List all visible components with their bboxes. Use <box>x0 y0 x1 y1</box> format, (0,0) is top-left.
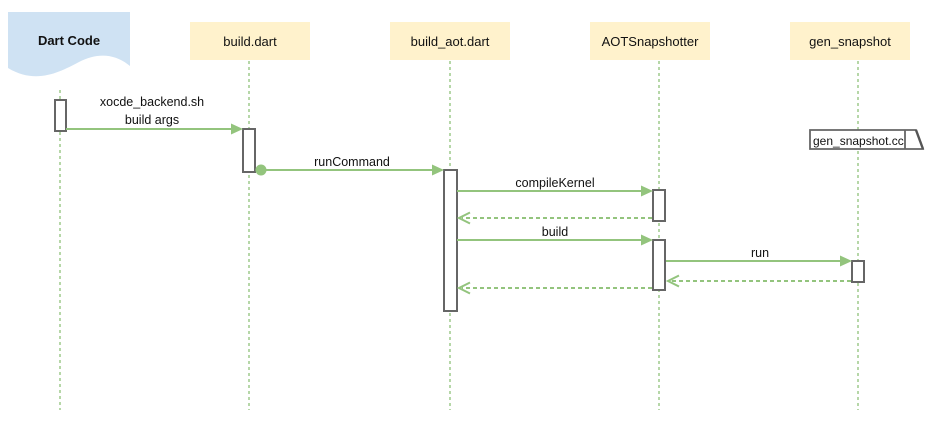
message-run-label: run <box>751 246 769 260</box>
participant-gen-snapshot-label: gen_snapshot <box>809 34 891 49</box>
participant-box <box>590 22 710 60</box>
activation-gen-snapshot <box>851 260 865 283</box>
note-fold-edge <box>914 129 925 150</box>
participant-gen-snapshot: gen_snapshot <box>790 22 910 60</box>
origin-dot <box>255 164 267 176</box>
message-compilekernel-label: compileKernel <box>515 176 594 190</box>
message-compilekernel: compileKernel <box>457 176 653 197</box>
participant-build-aot-dart: build_aot.dart <box>390 22 510 60</box>
arrowhead <box>432 164 444 176</box>
arrowhead <box>840 255 852 267</box>
message-build-args-label-1: xocde_backend.sh <box>100 95 204 109</box>
message-build-args-label-2: build args <box>125 113 179 127</box>
return-compilekernel <box>456 211 652 225</box>
note-label: gen_snapshot.cc <box>813 134 904 148</box>
participant-dart-code: Dart Code <box>8 12 130 77</box>
message-runcommand: runCommand <box>255 155 444 176</box>
open-arrowhead <box>456 281 471 295</box>
message-runcommand-label: runCommand <box>314 155 390 169</box>
participant-build-dart: build.dart <box>190 22 310 60</box>
participant-build-dart-label: build.dart <box>223 34 277 49</box>
activation-aot-snapshotter-2 <box>652 239 666 291</box>
message-build-args: xocde_backend.sh build args <box>66 95 243 135</box>
note-gen-snapshot-cc: gen_snapshot.cc <box>809 129 925 150</box>
participant-aot-snapshotter: AOTSnapshotter <box>590 22 710 60</box>
participant-box <box>390 22 510 60</box>
return-run <box>665 274 851 288</box>
participant-dart-code-label: Dart Code <box>38 33 100 48</box>
participant-box <box>190 22 310 60</box>
message-run: run <box>666 246 852 267</box>
message-build-label: build <box>542 225 568 239</box>
arrowhead <box>231 123 243 135</box>
open-arrowhead <box>456 211 471 225</box>
open-arrowhead <box>665 274 680 288</box>
arrowhead <box>641 234 653 246</box>
activation-aot-snapshotter-1 <box>652 189 666 222</box>
cloud-shape <box>8 12 130 77</box>
activation-build-aot-dart <box>443 169 458 312</box>
message-build: build <box>457 225 653 246</box>
activation-dart-code <box>54 99 67 132</box>
activation-build-dart <box>242 128 256 173</box>
return-build <box>456 281 652 295</box>
participant-aot-snapshotter-label: AOTSnapshotter <box>602 34 699 49</box>
participant-build-aot-dart-label: build_aot.dart <box>411 34 490 49</box>
participant-box <box>790 22 910 60</box>
arrowhead <box>641 185 653 197</box>
